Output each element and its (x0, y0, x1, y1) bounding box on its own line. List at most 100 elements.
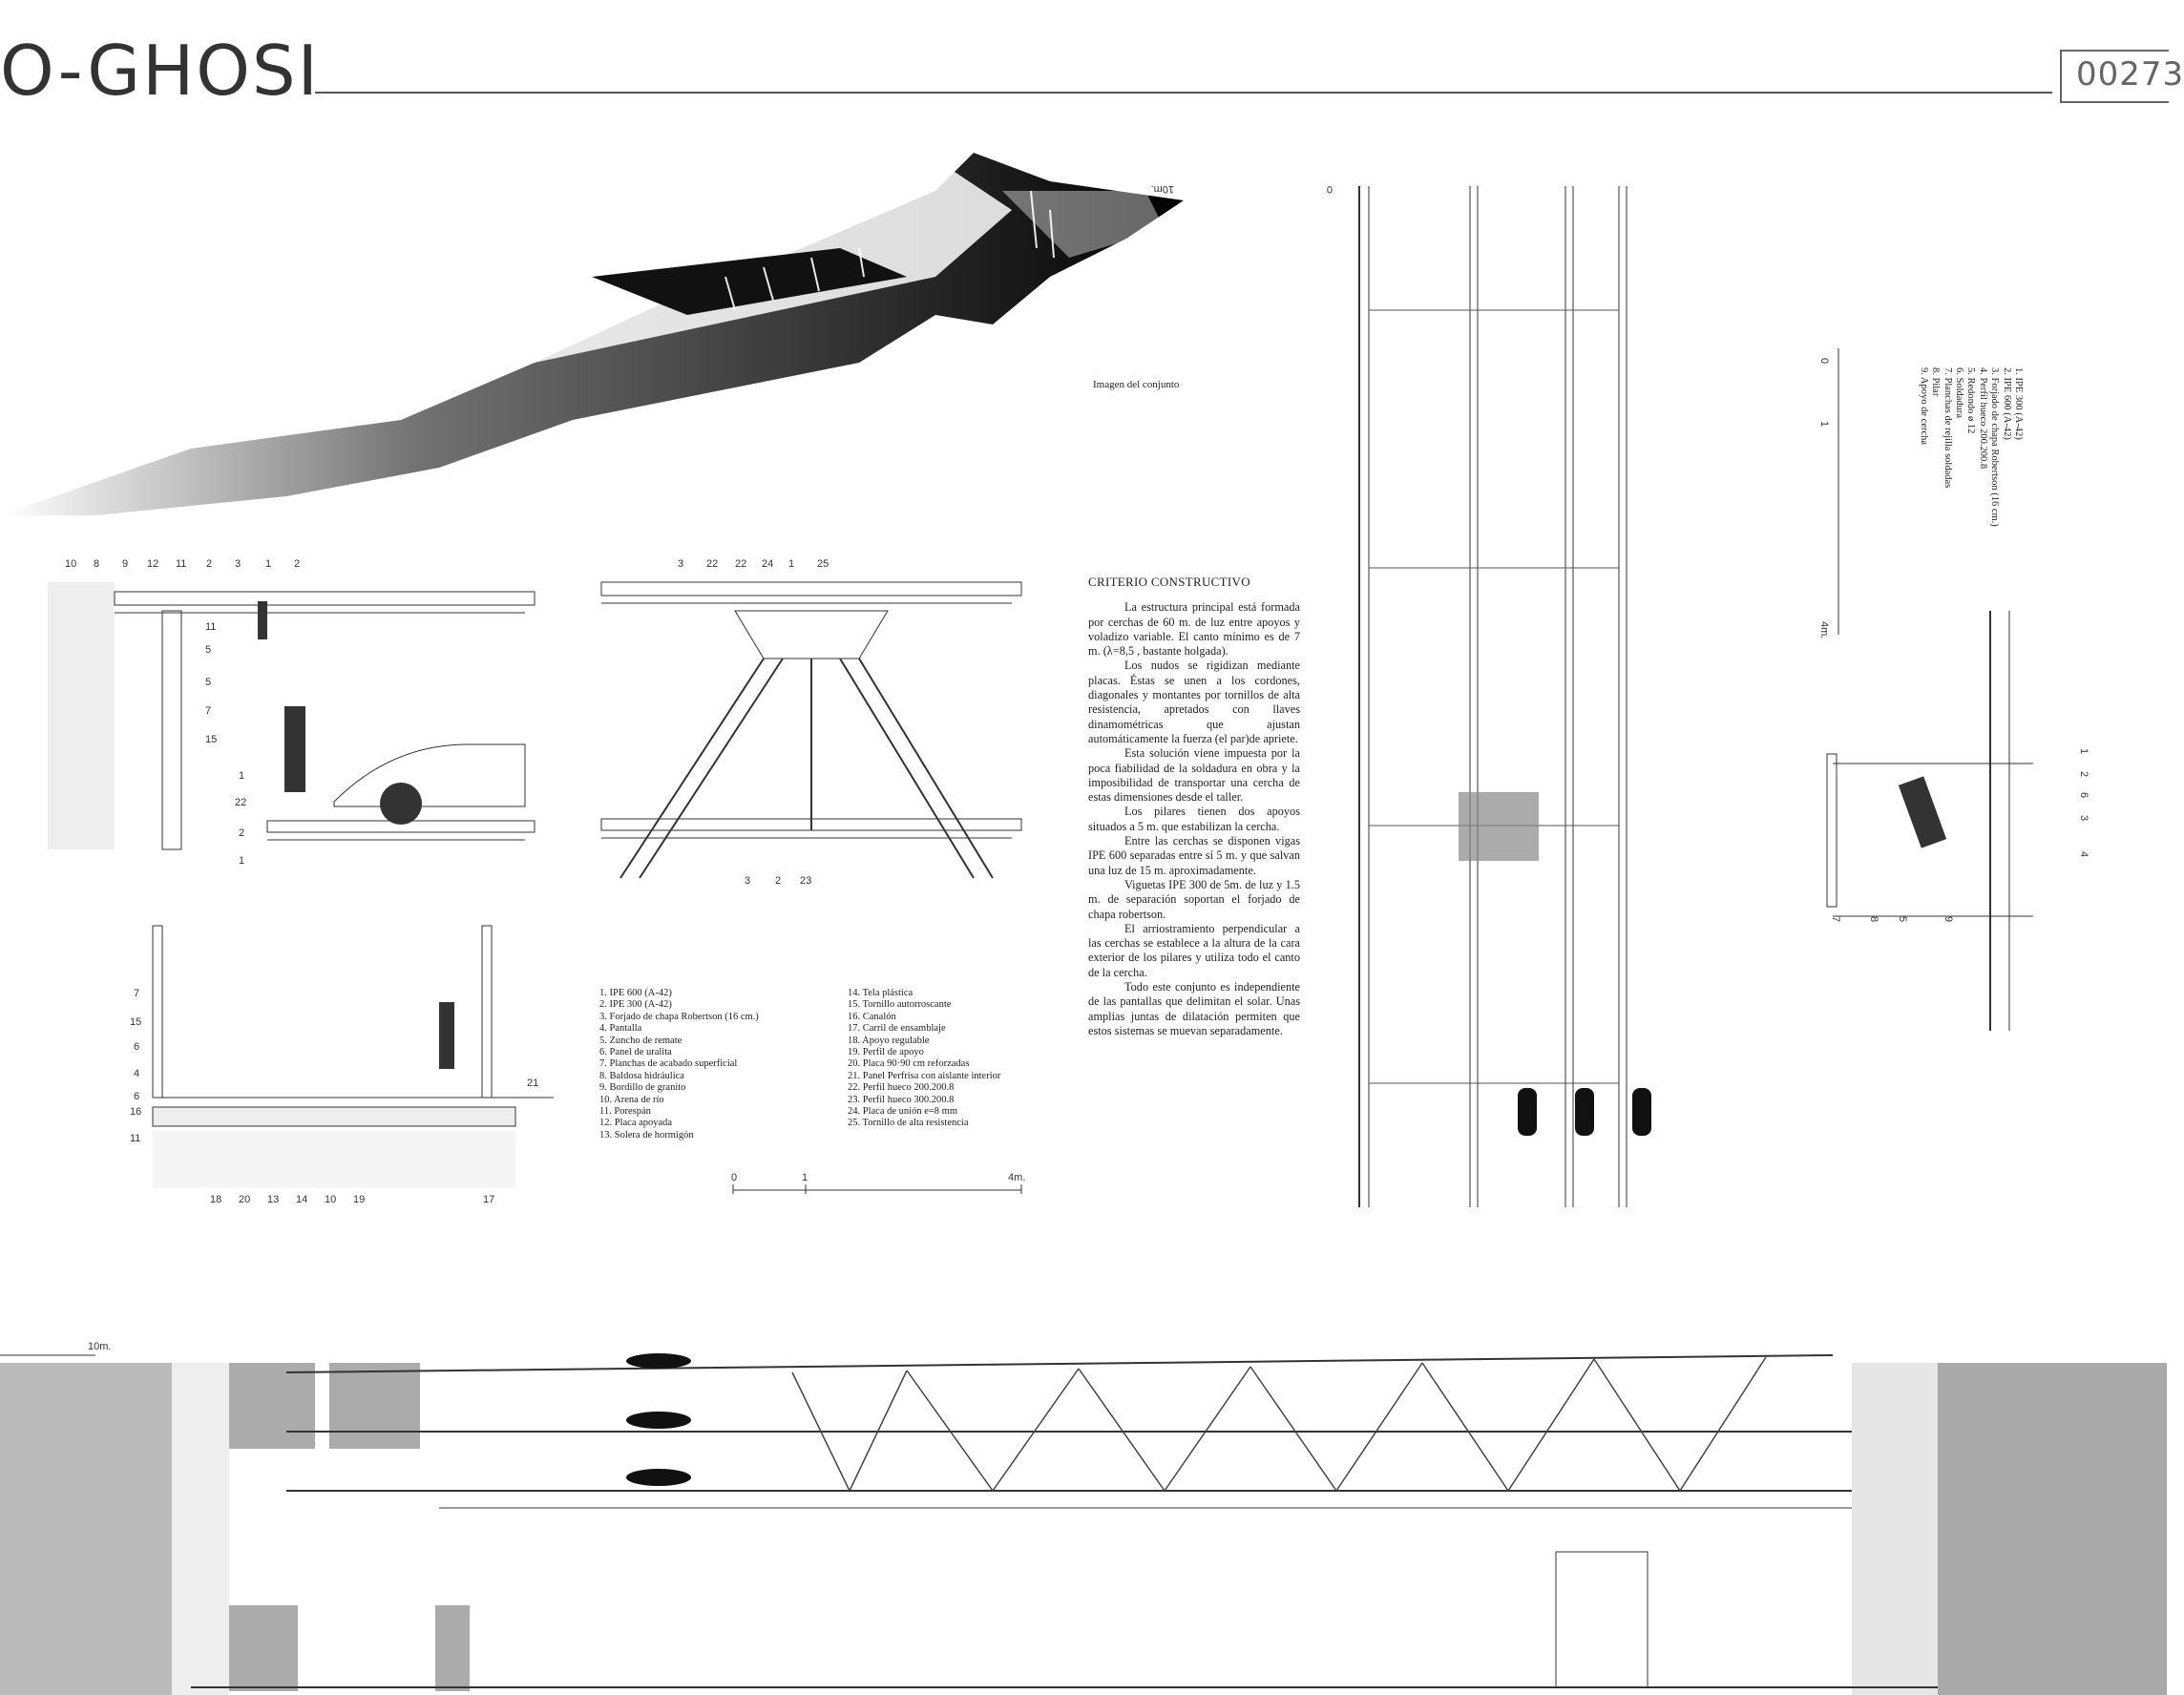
label: 18 (210, 1194, 221, 1205)
label: 9 (1942, 916, 1954, 922)
scale-bar-small: 0 1 4m. (731, 1172, 1025, 1194)
label: 8 (94, 558, 99, 570)
legend-item: 1. IPE 300 (A-42) (2013, 367, 2024, 440)
criterio-paragraph: Viguetas IPE 300 de 5m. de luz y 1.5 m. … (1088, 877, 1300, 921)
label: 13 (267, 1194, 279, 1205)
label: 1 (2078, 748, 2090, 754)
plan-scale-end: 10m. (1151, 183, 1174, 195)
legend-item: 25. Tornillo de alta resistencia (848, 1118, 969, 1129)
label: 1 (265, 558, 271, 570)
label: 22 (706, 558, 718, 570)
label: 7 (205, 705, 211, 717)
label: 3 (745, 875, 750, 887)
label: 23 (800, 875, 811, 887)
label: 1 (239, 855, 244, 867)
sheet-number: 00273 (2076, 55, 2184, 94)
label: 3 (678, 558, 683, 570)
label: 22 (735, 558, 746, 570)
label: 2 (2078, 771, 2090, 777)
label: 2 (775, 875, 781, 887)
label: 5 (1897, 916, 1908, 922)
legend-left: 1. IPE 600 (A-42) 2. IPE 300 (A-42) 3. F… (599, 988, 759, 1141)
label: 8 (1868, 916, 1880, 922)
label: 16 (130, 1106, 141, 1118)
legend-item: 11. Porespán (599, 1106, 651, 1118)
label: 10 (325, 1194, 336, 1205)
legend-item: 3. Forjado de chapa Robertson (16 cm.) (1989, 367, 2001, 527)
label: 14 (296, 1194, 307, 1205)
legend-right: 14. Tela plástica 15. Tornillo autorrosc… (848, 988, 1000, 1130)
legend-item: 3. Forjado de chapa Robertson (16 cm.) (599, 1011, 759, 1022)
label: 10 (65, 558, 76, 570)
legend-item: 6. Panel de uralita (599, 1047, 672, 1058)
criterio-paragraph: El arriostramiento perpendicular a las c… (1088, 921, 1300, 979)
legend-item: 16. Canalón (848, 1011, 896, 1022)
scale-label: 0 (731, 1172, 737, 1183)
aerial-caption: Imagen del conjunto (1093, 379, 1180, 390)
right-scale: 0 1 4m. (1818, 348, 1839, 638)
legend-item: 7. Planchas de acabado superficial (599, 1058, 738, 1070)
scale-label: 1 (1818, 421, 1830, 427)
title-rule (315, 92, 2052, 94)
label: 11 (176, 558, 186, 570)
plan-drawing: 0 10m. (1151, 183, 1651, 1207)
label: 7 (1830, 916, 1841, 922)
label: 2 (239, 827, 244, 839)
label: 2 (294, 558, 300, 570)
legend-item: 15. Tornillo autorroscante (848, 999, 952, 1011)
label: 4 (2078, 851, 2090, 857)
label: 1 (239, 770, 244, 782)
legend-item: 9. Bordillo de granito (599, 1082, 686, 1094)
legend-item: 6. Soldadura (1953, 367, 1964, 419)
label: 2 (206, 558, 212, 570)
legend-item: 5. Zuncho de remate (599, 1035, 682, 1046)
legend-item: 13. Solera de hormigón (599, 1129, 694, 1140)
legend-item: 7. Planchas de rejilla soldadas (1942, 367, 1953, 489)
label: 21 (527, 1078, 538, 1089)
label: 20 (239, 1194, 250, 1205)
aerial-image (0, 153, 1184, 515)
label: 11 (205, 621, 216, 633)
section-scale: 10m. (88, 1341, 111, 1352)
criterio-paragraph: Los pilares tienen dos apoyos situados a… (1088, 805, 1300, 833)
legend-item: 23. Perfil hueco 300.200.8 (848, 1094, 955, 1105)
legend-item: 18. Apoyo regulable (848, 1035, 930, 1046)
label: 7 (134, 988, 139, 999)
legend-item: 10. Arena de río (599, 1094, 664, 1105)
scale-label: 4m. (1818, 621, 1830, 638)
scale-label: 1 (802, 1172, 808, 1183)
label: 17 (483, 1194, 494, 1205)
criterio-paragraph: La estructura principal está formada por… (1088, 600, 1300, 659)
label: 6 (2078, 792, 2090, 798)
legend-item: 5. Redondo ø 12 (1965, 367, 1977, 434)
label: 3 (235, 558, 241, 570)
right-detail: 1 2 6 3 4 7 8 5 9 (1826, 611, 2090, 1031)
label: 5 (205, 677, 211, 688)
criterio-heading: CRITERIO CONSTRUCTIVO (1088, 575, 1250, 589)
legend-item: 14. Tela plástica (848, 988, 914, 998)
plan-scale-start: 0 (1327, 183, 1333, 195)
legend-item: 17. Carril de ensamblaje (848, 1023, 946, 1035)
sheet-number-box (2060, 50, 2169, 103)
legend-item: 2. IPE 300 (A-42) (599, 999, 672, 1011)
legend-item: 22. Perfil hueco 200.200.8 (848, 1082, 955, 1094)
detail-top-left: 10 8 9 12 11 2 3 1 2 11 5 5 7 15 1 22 2 … (48, 558, 536, 867)
label: 3 (2078, 815, 2090, 821)
criterio-paragraph: Entre las cerchas se disponen vigas IPE … (1088, 834, 1300, 877)
label: 12 (147, 558, 158, 570)
label: 24 (762, 558, 773, 570)
label: 15 (130, 1016, 141, 1028)
legend-item: 4. Perfil hueco 200.200.8 (1977, 367, 1988, 470)
label: 15 (205, 734, 217, 745)
criterio-paragraph: Esta solución viene impuesta por la poca… (1088, 746, 1300, 805)
sheet-title: O-GHOSI (0, 31, 320, 111)
legend-item: 8. Pilar (1930, 367, 1942, 397)
scale-label: 0 (1818, 358, 1830, 364)
label: 22 (235, 797, 246, 808)
label: 6 (134, 1041, 139, 1053)
legend-item: 20. Placa 90·90 cm reforzadas (848, 1058, 970, 1070)
label: 1 (788, 558, 794, 570)
scale-label: 4m. (1008, 1172, 1025, 1183)
label: 5 (205, 644, 211, 656)
right-legend: 1. IPE 300 (A-42) 2. IPE 600 (A-42) 3. F… (1917, 367, 2024, 527)
